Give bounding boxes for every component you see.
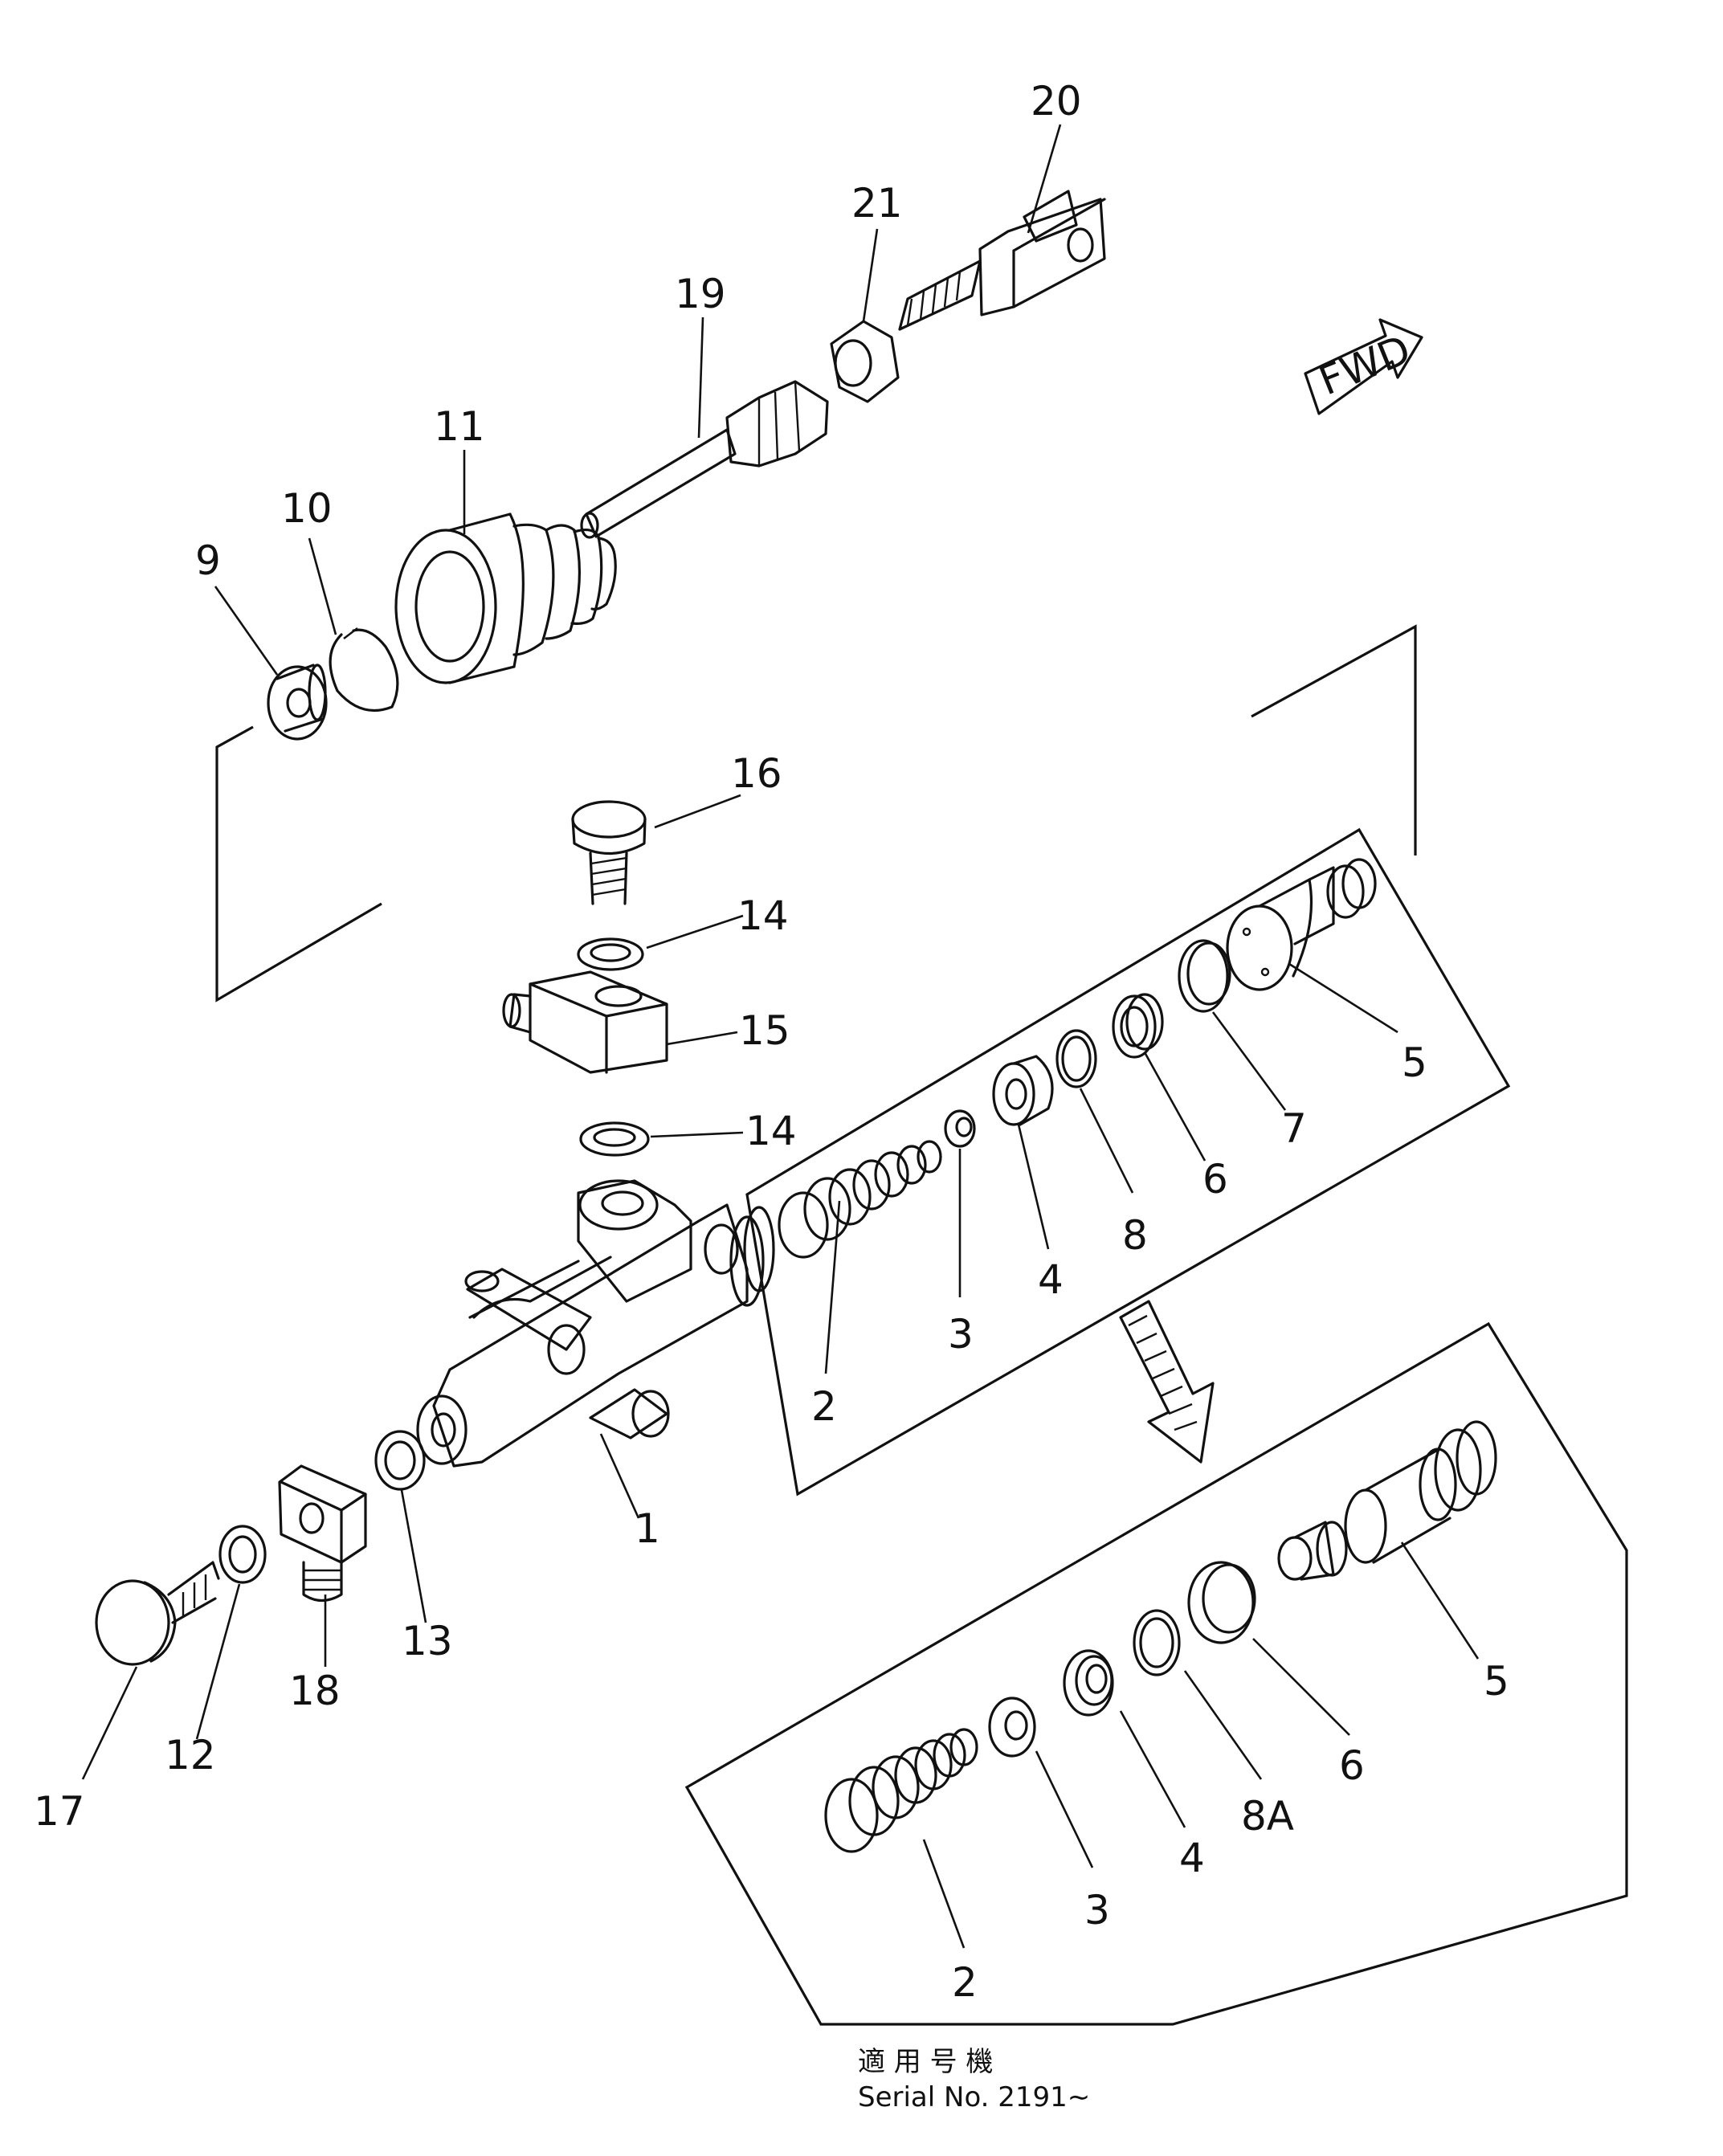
callout-13: 13	[402, 1618, 453, 1664]
callout-16: 16	[731, 750, 782, 797]
callout-3-upper: 3	[948, 1311, 974, 1358]
callout-10: 10	[281, 485, 333, 532]
callout-5-lower: 5	[1484, 1658, 1509, 1705]
oring-part-13	[374, 1430, 426, 1491]
pushrod-part-19	[580, 380, 829, 539]
callout-6-lower: 6	[1339, 1742, 1365, 1789]
gasket-part-14-lower	[579, 1121, 650, 1157]
callout-1: 1	[635, 1505, 660, 1552]
callout-20: 20	[1031, 78, 1082, 125]
callout-19: 19	[675, 271, 726, 317]
callout-21: 21	[851, 180, 903, 227]
cup-part-4-upper	[992, 1055, 1054, 1126]
piston-part-5-lower	[1277, 1420, 1497, 1581]
seal-part-6-upper	[1112, 993, 1164, 1059]
callout-18: 18	[289, 1668, 341, 1714]
callout-2-lower: 2	[952, 1959, 978, 2006]
plug-part-17	[95, 1561, 220, 1666]
bracket-left	[215, 725, 382, 1002]
callout-5-upper: 5	[1402, 1039, 1427, 1086]
ring-part-8A	[1133, 1609, 1181, 1676]
callout-14-upper: 14	[737, 892, 789, 939]
callout-6-upper: 6	[1202, 1156, 1228, 1203]
callout-14-lower: 14	[745, 1108, 797, 1154]
callout-3-lower: 3	[1084, 1887, 1110, 1933]
retainer-part-3-upper	[944, 1109, 976, 1148]
bolt-part-16	[571, 800, 647, 905]
callout-8A: 8A	[1241, 1793, 1294, 1840]
nut-part-21	[830, 320, 900, 403]
callout-12: 12	[165, 1732, 216, 1778]
retainer-part-3-lower	[988, 1697, 1036, 1758]
inset-frame-upper	[745, 827, 1511, 1497]
ring-part-7	[1178, 939, 1231, 1013]
callout-4-upper: 4	[1038, 1256, 1064, 1303]
spring-part-2-lower	[824, 1728, 978, 1853]
callout-17: 17	[34, 1788, 85, 1835]
callout-15: 15	[739, 1007, 790, 1054]
callout-9: 9	[195, 537, 221, 584]
spring-part-2-upper	[778, 1140, 942, 1259]
cylinder-body-part-1	[416, 1179, 775, 1468]
cup-part-4-lower	[1063, 1649, 1114, 1717]
callout-4-lower: 4	[1179, 1835, 1205, 1881]
detail-arrow-icon	[1119, 1300, 1215, 1464]
bracket-right	[1251, 624, 1417, 855]
ring-part-8	[1055, 1029, 1097, 1088]
inset-frame-lower	[684, 1321, 1628, 2026]
washer-part-9	[267, 664, 328, 741]
serial-note-japanese: 適 用 号 機	[858, 2046, 993, 2078]
callout-2-upper: 2	[811, 1383, 837, 1430]
snapring-part-10	[329, 627, 399, 713]
serial-note-number: Serial No. 2191∼	[858, 2081, 1090, 2113]
callout-8: 8	[1122, 1212, 1148, 1259]
leader-lines	[81, 124, 1480, 1949]
fwd-label: FWD	[1313, 326, 1417, 404]
boot-part-11	[394, 512, 617, 684]
callout-7: 7	[1281, 1105, 1307, 1152]
washer-part-12	[218, 1525, 267, 1584]
block-part-18	[278, 1464, 367, 1603]
callout-11: 11	[434, 403, 485, 450]
block-part-15	[502, 970, 668, 1074]
fwd-arrow-icon: FWD	[1304, 318, 1423, 415]
yoke-part-20	[898, 190, 1106, 331]
seal-part-6-lower	[1187, 1561, 1256, 1644]
gasket-part-14-upper	[577, 937, 644, 971]
piston-part-5-upper	[1226, 858, 1377, 991]
